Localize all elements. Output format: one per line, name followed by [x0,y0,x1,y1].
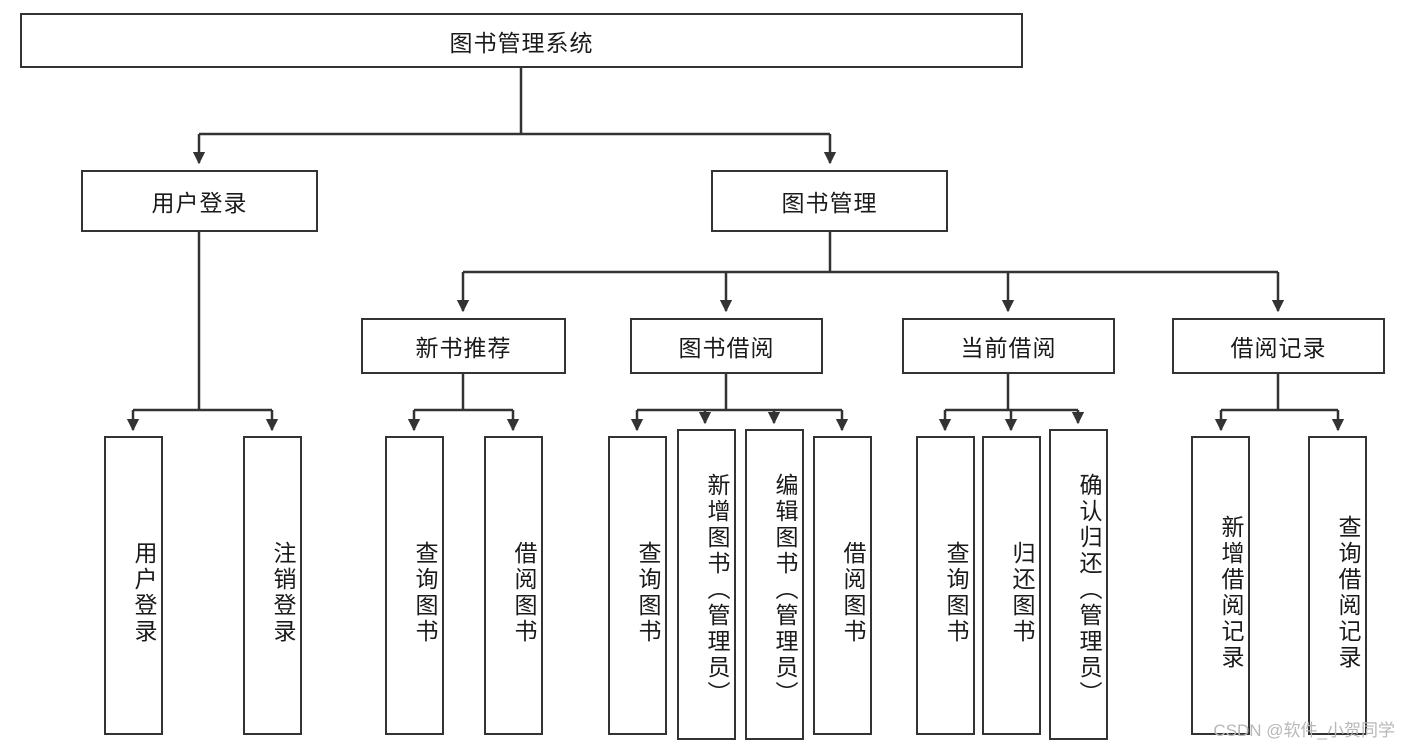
leaf-current-query-book[interactable]: 查询图书 [916,436,975,735]
node-new-book-recommend[interactable]: 新书推荐 [361,318,566,374]
leaf-borrow-add-book-admin[interactable]: 新增图书（管理员） [677,429,736,740]
node-user-login[interactable]: 用户登录 [81,170,318,232]
node-root-system[interactable]: 图书管理系统 [20,13,1023,68]
leaf-recommend-borrow-book[interactable]: 借阅图书 [484,436,543,735]
leaf-record-add-record[interactable]: 新增借阅记录 [1191,436,1250,735]
node-current-borrow[interactable]: 当前借阅 [902,318,1115,374]
leaf-recommend-query-book[interactable]: 查询图书 [385,436,444,735]
node-book-borrow[interactable]: 图书借阅 [630,318,823,374]
node-book-management[interactable]: 图书管理 [711,170,948,232]
node-borrow-record[interactable]: 借阅记录 [1172,318,1385,374]
leaf-user-login-login[interactable]: 用户登录 [104,436,163,735]
leaf-current-confirm-return-admin[interactable]: 确认归还（管理员） [1049,429,1108,740]
leaf-user-login-logout[interactable]: 注销登录 [243,436,302,735]
leaf-borrow-edit-book-admin[interactable]: 编辑图书（管理员） [745,429,804,740]
leaf-borrow-query-book[interactable]: 查询图书 [608,436,667,735]
leaf-current-return-book[interactable]: 归还图书 [982,436,1041,735]
csdn-watermark: CSDN @软件_小贺同学 [1213,721,1395,740]
leaf-borrow-borrow-book[interactable]: 借阅图书 [813,436,872,735]
leaf-record-query-record[interactable]: 查询借阅记录 [1308,436,1367,735]
